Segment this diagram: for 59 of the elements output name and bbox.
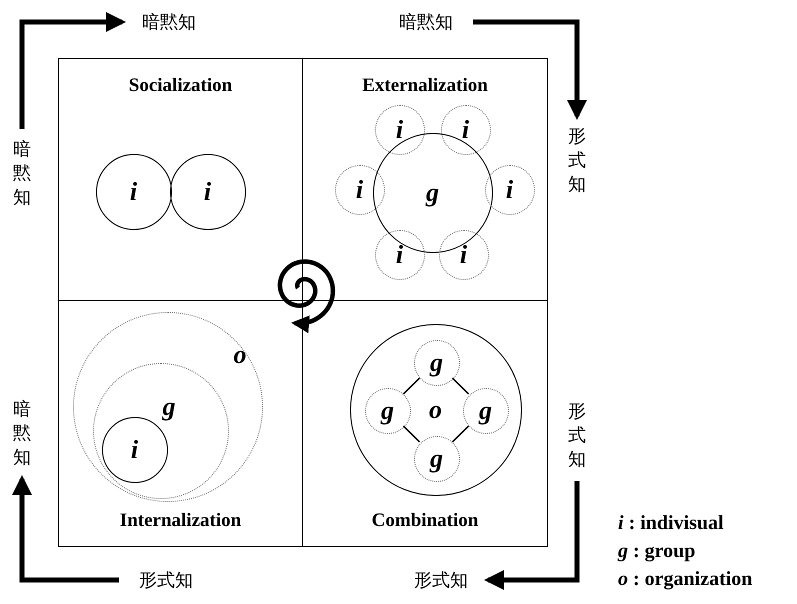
- connector-line: [452, 426, 470, 442]
- circle-letter: i: [506, 176, 514, 202]
- quadrant-panel: [58, 300, 303, 547]
- axis-label: 暗黙知: [128, 8, 210, 36]
- circle-letter: g: [426, 180, 439, 206]
- circle-letter: i: [356, 176, 364, 202]
- axis-label: 形式知: [400, 566, 482, 594]
- dotted-circle: [374, 230, 424, 280]
- connector-line: [402, 378, 420, 394]
- connector-line: [402, 426, 420, 442]
- quadrant-title: Internalization: [118, 510, 242, 532]
- circle-letter: g: [479, 398, 492, 424]
- arrow: [20, 12, 126, 129]
- legend-text: o : organization: [618, 568, 752, 591]
- quadrant-panel: [58, 58, 303, 301]
- dotted-circle: [438, 230, 488, 280]
- circle-letter: i: [396, 116, 404, 142]
- axis-label: 形式知: [564, 122, 590, 200]
- dotted-circle: [364, 388, 410, 434]
- arrow: [484, 481, 580, 590]
- axis-label: 暗黙知: [9, 135, 35, 213]
- axis-label: 形式知: [125, 566, 207, 594]
- arrow: [12, 475, 119, 582]
- axis-label: 形式知: [564, 397, 590, 475]
- dotted-circle: [334, 164, 384, 214]
- circle-letter: g: [430, 350, 443, 376]
- legend-text: i : indivisual: [618, 512, 724, 535]
- circle-letter: i: [130, 178, 138, 204]
- circle: [350, 324, 522, 496]
- arrow: [473, 20, 587, 120]
- dotted-circle: [92, 362, 228, 498]
- dotted-circle: [374, 104, 424, 154]
- quadrant-panel: [302, 300, 548, 547]
- circle-letter: i: [460, 242, 468, 268]
- quadrant-title: Externalization: [361, 75, 489, 97]
- circle-letter: o: [429, 396, 442, 422]
- dotted-circle: [462, 388, 508, 434]
- dotted-circle: [414, 340, 460, 386]
- axis-label: 暗黙知: [9, 395, 35, 473]
- quadrant-panel: [302, 58, 548, 301]
- circle-letter: g: [430, 446, 443, 472]
- dotted-circle: [72, 312, 262, 502]
- circle-letter: i: [396, 242, 404, 268]
- dotted-circle: [484, 164, 534, 214]
- circle-letter: g: [162, 394, 176, 420]
- connector-line: [452, 378, 470, 394]
- circle-letter: o: [234, 342, 246, 368]
- dotted-circle: [440, 104, 490, 154]
- dotted-circle: [414, 436, 460, 482]
- axis-label: 暗黙知: [385, 8, 467, 36]
- quadrant-title: Socialization: [128, 75, 234, 97]
- circle-letter: g: [381, 398, 394, 424]
- circle: [96, 154, 172, 230]
- legend-text: g : group: [618, 540, 696, 563]
- circle: [170, 154, 246, 230]
- circle-letter: i: [204, 178, 212, 204]
- circle-letter: i: [462, 116, 470, 142]
- quadrant-title: Combination: [370, 510, 480, 532]
- circle-letter: i: [130, 436, 138, 462]
